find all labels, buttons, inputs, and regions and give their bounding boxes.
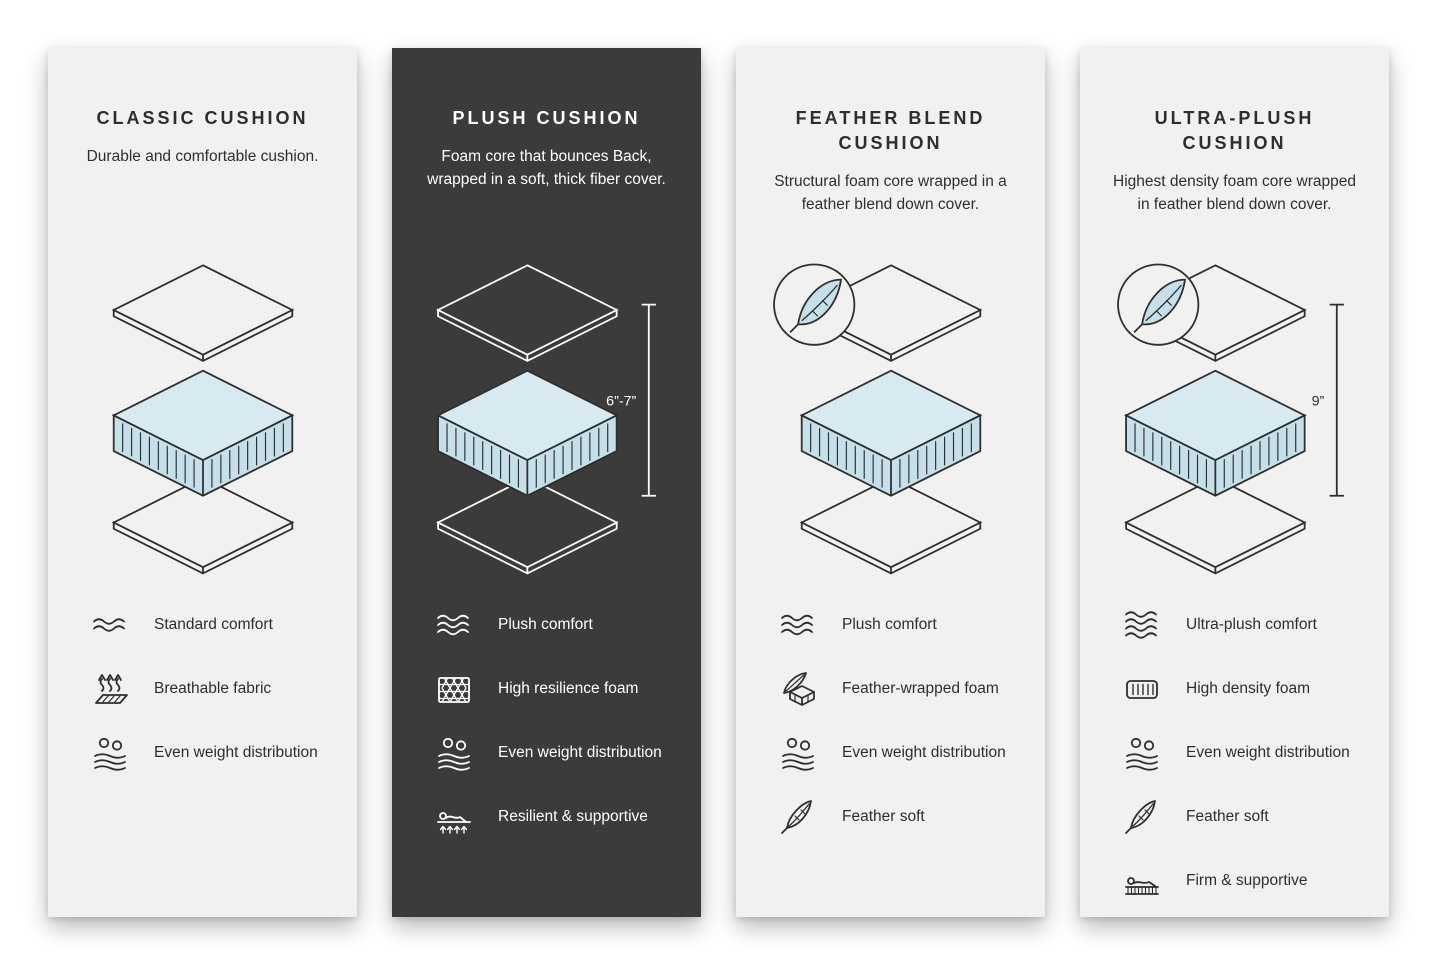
cushion-layers-diagram <box>70 256 335 586</box>
panel-ultra-plush-cushion: ULTRA-PLUSH CUSHION Highest density foam… <box>1080 48 1389 917</box>
feature-item: Feather-wrapped foam <box>776 666 1023 712</box>
resilient-supportive-icon <box>437 812 471 834</box>
bottom-cover-layer <box>799 477 982 575</box>
feature-list: Standard comfort Breathable fabric Even … <box>70 602 335 776</box>
panel-description: Highest density foam core wrapped in fea… <box>1113 173 1356 213</box>
measurement-label: 6”-7” <box>606 394 636 410</box>
feature-label: Even weight distribution <box>1186 743 1350 761</box>
cushion-layers-diagram <box>758 256 1023 586</box>
feature-item: High resilience foam <box>432 666 679 712</box>
feature-label: High density foam <box>1186 679 1311 697</box>
foam-core-layer <box>799 369 982 497</box>
feature-label: Standard comfort <box>154 615 273 633</box>
comparison-board: CLASSIC CUSHION Durable and comfortable … <box>48 48 1389 917</box>
panel-header: PLUSH CUSHION Foam core that bounces Bac… <box>414 106 679 256</box>
feature-item: Feather soft <box>1120 794 1367 840</box>
feature-label: Even weight distribution <box>498 743 662 761</box>
feature-label: Even weight distribution <box>842 743 1006 761</box>
panel-description: Durable and comfortable cushion. <box>86 148 319 166</box>
panel-title: FEATHER BLEND CUSHION <box>795 108 986 154</box>
feature-item: Even weight distribution <box>776 730 1023 776</box>
weight-distribution-icon <box>1126 737 1158 771</box>
feature-label: Plush comfort <box>498 615 593 633</box>
feature-item: Even weight distribution <box>1120 730 1367 776</box>
panel-feather-blend-cushion: FEATHER BLEND CUSHION Structural foam co… <box>736 48 1045 917</box>
panel-header: ULTRA-PLUSH CUSHION Highest density foam… <box>1102 106 1367 256</box>
wave-icon <box>781 614 813 636</box>
firm-supportive-icon <box>1125 877 1159 895</box>
feature-label: Feather soft <box>1186 807 1269 825</box>
panel-plush-cushion: PLUSH CUSHION Foam core that bounces Bac… <box>392 48 701 917</box>
height-measurement: 9” <box>1311 304 1344 497</box>
feature-item: Breathable fabric <box>88 666 335 712</box>
feature-item: Plush comfort <box>432 602 679 648</box>
cushion-layers-diagram: 9” <box>1102 256 1367 586</box>
feature-list: Plush comfort High resilience foam Even … <box>414 602 679 840</box>
feature-label: Breathable fabric <box>154 679 272 697</box>
wave-icon <box>437 614 469 636</box>
high-density-foam-icon <box>1126 680 1158 699</box>
panel-classic-cushion: CLASSIC CUSHION Durable and comfortable … <box>48 48 357 917</box>
foam-core-layer <box>435 369 619 497</box>
bottom-cover-layer <box>1123 477 1307 575</box>
weight-distribution-icon <box>782 737 814 771</box>
feather-wrapped-foam-icon <box>783 672 815 706</box>
feature-label: Firm & supportive <box>1186 871 1308 889</box>
feather-icon <box>781 800 812 834</box>
bottom-cover-layer <box>111 477 294 575</box>
feature-item: Even weight distribution <box>88 730 335 776</box>
foam-core-layer <box>111 369 294 497</box>
feature-item: Standard comfort <box>88 602 335 648</box>
breathable-fabric-icon <box>95 674 128 704</box>
cushion-layers-diagram: 6”-7” <box>414 256 679 586</box>
feather-badge <box>1116 263 1199 346</box>
feather-badge <box>772 263 855 346</box>
feature-item: Resilient & supportive <box>432 794 679 840</box>
wave-icon <box>1125 611 1157 639</box>
feature-list: Ultra-plush comfort High density foam Ev… <box>1102 602 1367 904</box>
weight-distribution-icon <box>94 737 126 771</box>
feature-label: Plush comfort <box>842 615 937 633</box>
feature-label: Resilient & supportive <box>498 807 648 825</box>
panel-header: CLASSIC CUSHION Durable and comfortable … <box>70 106 335 256</box>
panel-title: PLUSH CUSHION <box>452 108 641 128</box>
bottom-cover-layer <box>435 477 619 575</box>
feature-item: Feather soft <box>776 794 1023 840</box>
wave-icon <box>93 618 125 632</box>
feature-item: Ultra-plush comfort <box>1120 602 1367 648</box>
foam-core-layer <box>1123 369 1307 497</box>
measurement-label: 9” <box>1311 394 1324 410</box>
weight-distribution-icon <box>438 737 470 771</box>
feature-label: Even weight distribution <box>154 743 318 761</box>
feature-label: High resilience foam <box>498 679 639 697</box>
height-measurement: 6”-7” <box>606 304 656 497</box>
feature-label: Ultra-plush comfort <box>1186 615 1317 633</box>
panel-description: Foam core that bounces Back, wrapped in … <box>427 148 666 188</box>
feature-list: Plush comfort Feather-wrapped foam Even … <box>758 602 1023 840</box>
feather-icon <box>1125 800 1156 834</box>
top-cover-layer <box>111 264 294 363</box>
top-cover-layer <box>435 264 619 363</box>
feature-item: Firm & supportive <box>1120 858 1367 904</box>
panel-title: CLASSIC CUSHION <box>96 108 309 128</box>
panel-header: FEATHER BLEND CUSHION Structural foam co… <box>758 106 1023 256</box>
feature-item: High density foam <box>1120 666 1367 712</box>
feature-item: Even weight distribution <box>432 730 679 776</box>
panel-description: Structural foam core wrapped in a feathe… <box>774 173 1007 213</box>
panel-title: ULTRA-PLUSH CUSHION <box>1154 108 1315 154</box>
honeycomb-foam-icon <box>438 677 470 703</box>
feature-label: Feather soft <box>842 807 925 825</box>
feature-label: Feather-wrapped foam <box>842 679 999 697</box>
feature-item: Plush comfort <box>776 602 1023 648</box>
